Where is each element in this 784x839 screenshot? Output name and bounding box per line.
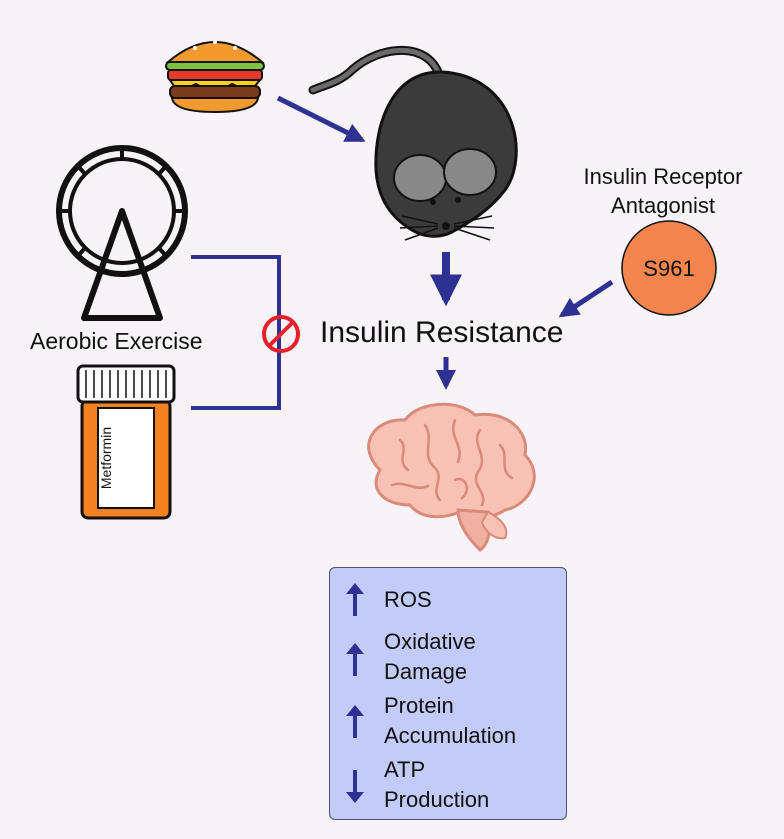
inhibit-icon [262,315,300,353]
effect-line1: Protein [384,693,454,718]
antagonist-label: Insulin Receptor Antagonist [583,164,743,218]
metformin-label: Metformin [98,426,114,490]
effect-line2: Damage [384,659,468,684]
mouse-icon [308,45,518,241]
inhibition-bracket [191,255,281,410]
aerobic-exercise-label: Aerobic Exercise [30,328,203,354]
effect-line1: ROS [384,587,432,612]
effects-box: ROS Oxidative Damage Protein Accumulatio… [329,567,567,820]
s961-label: S961 [643,256,695,281]
effect-line1: ATP [384,757,426,782]
effect-line1: Oxidative [384,629,476,654]
effect-line2: Production [384,787,490,812]
insulin-resistance-label: Insulin Resistance [320,316,564,349]
burger-icon [165,40,265,114]
up-arrow-icon [346,643,364,676]
effect-line2: Accumulation [384,723,517,748]
up-arrow-icon [346,583,364,616]
pill-bottle-icon [76,364,176,520]
exercise-wheel-icon [56,145,188,321]
up-arrow-icon [346,705,364,738]
down-arrow-icon [346,770,364,803]
brain-icon [367,402,536,552]
s961-circle [621,220,717,316]
